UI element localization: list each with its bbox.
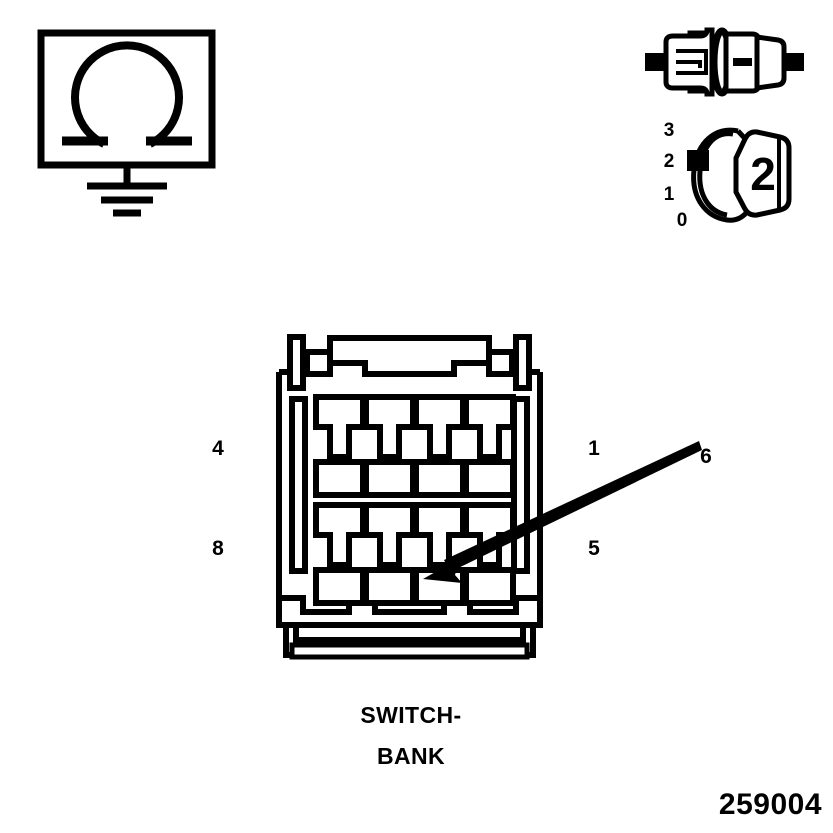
- connector-right-wire: [782, 53, 804, 71]
- cavity-r3c4[interactable]: [463, 502, 516, 568]
- cavity-r2c2[interactable]: [363, 459, 416, 498]
- callout-5: 5: [588, 537, 600, 560]
- component-label-line2: BANK: [377, 743, 445, 769]
- cavity-row-3: [313, 502, 516, 568]
- connector-female-slot: [733, 58, 752, 66]
- connector-top-latch: [287, 334, 532, 391]
- cavity-row-4: [313, 567, 516, 606]
- cavity-r1c4[interactable]: [463, 394, 516, 460]
- callout-1: 1: [588, 437, 600, 460]
- connector-female-half: [723, 31, 787, 94]
- dial-position-marker: [687, 150, 709, 171]
- dial-label-1: 1: [664, 184, 675, 205]
- omega-symbol-glyph: [62, 41, 192, 148]
- cavity-row-2: [313, 459, 516, 498]
- dial-label-0: 0: [677, 210, 688, 231]
- cavity-r4c4[interactable]: [463, 567, 516, 606]
- component-label-line1: SWITCH-: [360, 702, 461, 728]
- cavity-r2c4[interactable]: [463, 459, 516, 498]
- callout-6-arrow: [423, 441, 702, 583]
- dial-label-3: 3: [664, 120, 675, 141]
- connector-male-half: [663, 27, 715, 97]
- cavity-row-1: [313, 394, 516, 460]
- connector-left-wire: [645, 53, 669, 71]
- callout-4: 4: [212, 437, 224, 460]
- connector-cavity-grid: [313, 394, 516, 606]
- dial-knob-face[interactable]: 2: [733, 129, 792, 218]
- callout-8: 8: [212, 537, 224, 560]
- cavity-r2c3[interactable]: [413, 459, 466, 498]
- earth-ground-symbol: [87, 165, 167, 217]
- callout-6: 6: [700, 445, 712, 468]
- dial-selected-value: 2: [750, 148, 776, 200]
- part-number: 259004: [719, 788, 822, 821]
- dial-label-2: 2: [664, 151, 675, 172]
